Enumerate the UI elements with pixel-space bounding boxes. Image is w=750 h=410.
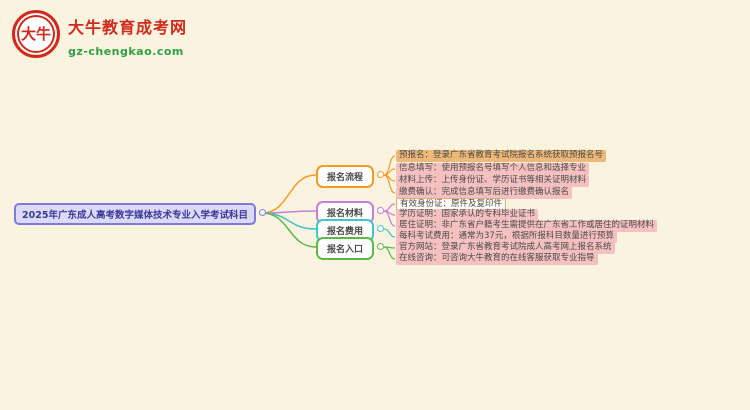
branch-fee-expand-dot[interactable] bbox=[377, 225, 384, 232]
site-name: 大牛教育成考网 bbox=[68, 18, 188, 37]
branch-node-process[interactable]: 报名流程 bbox=[316, 165, 375, 188]
root-node[interactable]: 2025年广东成人高考数字媒体技术专业入学考试科目 bbox=[14, 203, 256, 225]
branch-process-expand-dot[interactable] bbox=[377, 171, 384, 178]
leaf-node[interactable]: 缴费确认：完成信息填写后进行缴费确认报名 bbox=[396, 187, 573, 199]
leaf-node[interactable]: 材料上传：上传身份证、学历证书等相关证明材料 bbox=[396, 175, 590, 187]
leaf-node[interactable]: 官方网站：登录广东省教育考试院成人高考网上报名系统 bbox=[396, 242, 615, 254]
leaf-node[interactable]: 预报名：登录广东省教育考试院报名系统获取预报名号 bbox=[396, 150, 607, 162]
leaf-node[interactable]: 学历证明：国家承认的专科毕业证书 bbox=[396, 209, 539, 221]
branch-entrance-expand-dot[interactable] bbox=[377, 243, 384, 250]
leaf-node[interactable]: 居住证明：非广东省户籍考生需提供在广东省工作或居住的证明材料 bbox=[396, 220, 658, 232]
brand-text: 大牛教育成考网 gz-chengkao.com bbox=[68, 10, 187, 58]
branch-materials-expand-dot[interactable] bbox=[377, 207, 384, 214]
site-logo-seal-icon[interactable]: 大牛 bbox=[12, 10, 60, 58]
logo-text: 大牛 bbox=[20, 24, 51, 43]
root-expand-dot[interactable] bbox=[259, 209, 266, 216]
leaf-node[interactable]: 在线咨询：可咨询大牛教育的在线客服获取专业指导 bbox=[396, 253, 598, 265]
site-url: gz-chengkao.com bbox=[68, 45, 184, 58]
leaf-node[interactable]: 信息填写：使用预报名号填写个人信息和选择专业 bbox=[396, 163, 590, 175]
site-brand[interactable]: 大牛 大牛教育成考网 gz-chengkao.com bbox=[12, 10, 187, 58]
branch-node-entrance[interactable]: 报名入口 bbox=[316, 237, 375, 260]
leaf-node[interactable]: 每科考试费用：通常为37元，根据所报科目数量进行预算 bbox=[396, 231, 617, 243]
